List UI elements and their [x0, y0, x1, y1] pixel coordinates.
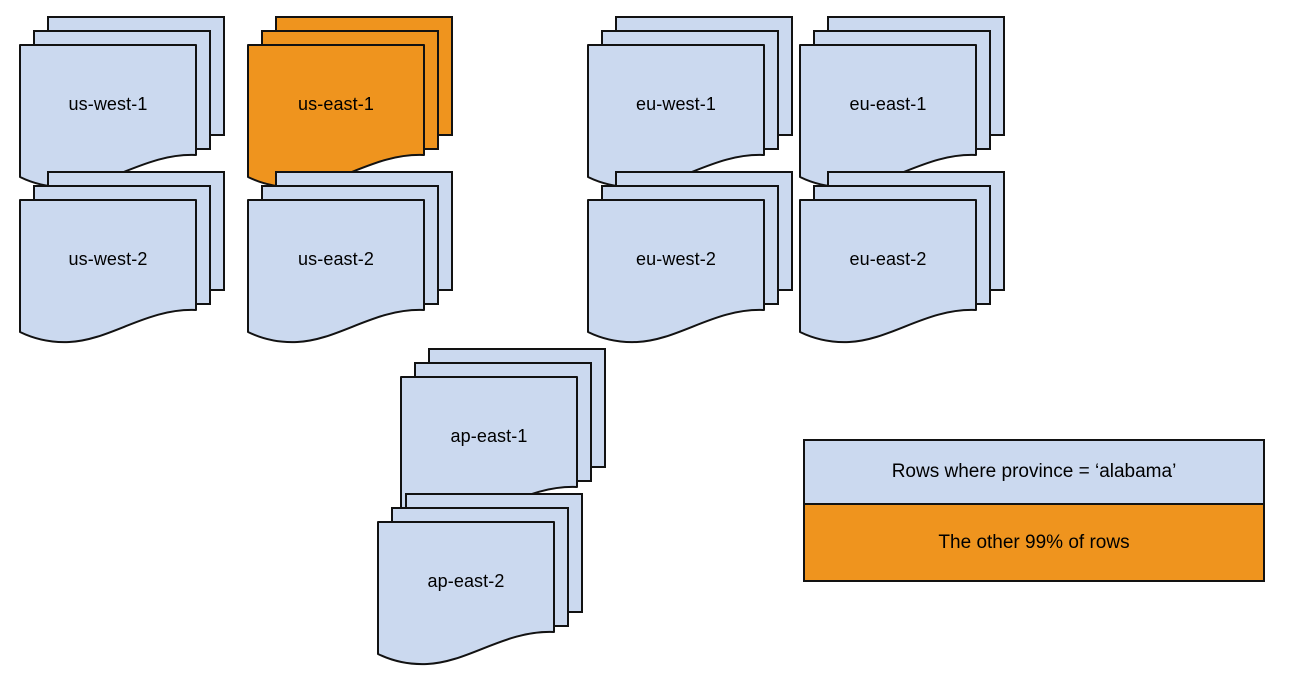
sheet-front [247, 199, 425, 344]
stack-shape-us-east-1 [247, 16, 453, 189]
document-stack-ap-east-2[interactable]: ap-east-2 [377, 493, 590, 666]
stack-shape-ap-east-1 [400, 348, 606, 521]
document-stack-eu-east-1[interactable]: eu-east-1 [799, 16, 1012, 189]
document-stack-us-east-2[interactable]: us-east-2 [247, 171, 460, 344]
stack-shape-eu-west-1 [587, 16, 793, 189]
document-stack-us-east-1[interactable]: us-east-1 [247, 16, 460, 189]
stack-shape-eu-east-1 [799, 16, 1005, 189]
sheet-front [799, 44, 977, 189]
sheet-front [377, 521, 555, 666]
legend-row-blue: Rows where province = ‘alabama’ [805, 441, 1263, 505]
legend-label-blue: Rows where province = ‘alabama’ [891, 461, 1177, 482]
sheet-front [247, 44, 425, 189]
document-stack-eu-east-2[interactable]: eu-east-2 [799, 171, 1012, 344]
stack-shape-eu-east-2 [799, 171, 1005, 344]
stack-shape-eu-west-2 [587, 171, 793, 344]
document-stack-eu-west-2[interactable]: eu-west-2 [587, 171, 800, 344]
document-stack-eu-west-1[interactable]: eu-west-1 [587, 16, 800, 189]
stack-shape-us-west-2 [19, 171, 225, 344]
stack-shape-us-west-1 [19, 16, 225, 189]
stack-shape-ap-east-2 [377, 493, 583, 666]
sheet-front [587, 199, 765, 344]
stack-shape-us-east-2 [247, 171, 453, 344]
sheet-front [799, 199, 977, 344]
sheet-front [19, 44, 197, 189]
sheet-front [19, 199, 197, 344]
document-stack-us-west-1[interactable]: us-west-1 [19, 16, 232, 189]
document-stack-us-west-2[interactable]: us-west-2 [19, 171, 232, 344]
legend-row-orange: The other 99% of rows [805, 505, 1263, 580]
legend-label-orange: The other 99% of rows [938, 531, 1130, 553]
document-stack-ap-east-1[interactable]: ap-east-1 [400, 348, 613, 521]
legend: Rows where province = ‘alabama’ The othe… [803, 439, 1265, 582]
sheet-front [587, 44, 765, 189]
